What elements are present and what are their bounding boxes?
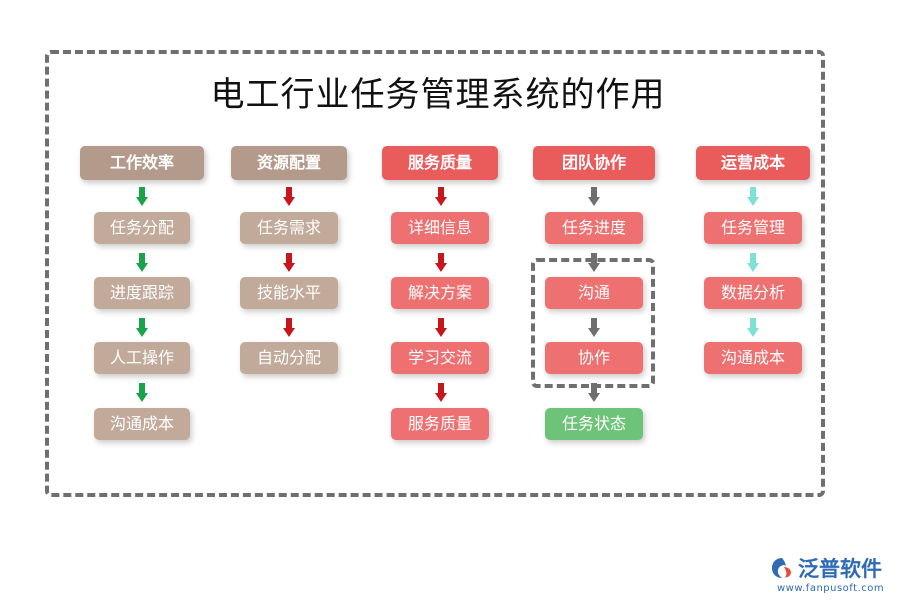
arrow-down-icon — [435, 187, 447, 207]
arrow-down-icon — [283, 318, 295, 338]
arrow-down-icon — [435, 253, 447, 273]
column-header: 运营成本 — [696, 146, 810, 180]
arrow-down-icon — [136, 253, 148, 273]
brand-url: www.fanpusoft.com — [777, 583, 885, 594]
arrow-down-icon — [283, 187, 295, 207]
arrow-down-icon — [136, 318, 148, 338]
flow-node: 任务需求 — [240, 212, 338, 244]
arrow-down-icon — [747, 253, 759, 273]
diagram-title: 电工行业任务管理系统的作用 — [210, 75, 666, 115]
flow-node-status: 任务状态 — [545, 408, 643, 440]
arrow-down-icon — [435, 318, 447, 338]
column-header: 资源配置 — [231, 146, 347, 180]
flow-node: 技能水平 — [240, 277, 338, 309]
flow-node: 数据分析 — [704, 277, 802, 309]
flow-node: 沟通成本 — [704, 342, 802, 374]
flow-node: 服务质量 — [391, 408, 489, 440]
arrow-down-icon — [136, 187, 148, 207]
flow-node: 协作 — [545, 342, 643, 374]
flow-node: 进度跟踪 — [94, 277, 190, 309]
brand-name: 泛普软件 — [798, 557, 882, 581]
arrow-down-icon — [588, 383, 600, 403]
flow-node: 任务进度 — [545, 212, 643, 244]
flow-node: 学习交流 — [391, 342, 489, 374]
arrow-down-icon — [435, 383, 447, 403]
arrow-down-icon — [747, 187, 759, 207]
arrow-down-icon — [588, 318, 600, 338]
flow-node: 沟通 — [545, 277, 643, 309]
column-header: 工作效率 — [80, 146, 204, 180]
arrow-down-icon — [588, 187, 600, 207]
outer-dashed-frame — [45, 50, 825, 497]
flow-node: 任务管理 — [704, 212, 802, 244]
column-header: 团队协作 — [533, 146, 655, 180]
arrow-down-icon — [283, 253, 295, 273]
flow-node: 沟通成本 — [94, 408, 190, 440]
column-header: 服务质量 — [382, 146, 498, 180]
flow-node: 解决方案 — [391, 277, 489, 309]
flow-node: 任务分配 — [94, 212, 190, 244]
flow-node: 人工操作 — [94, 342, 190, 374]
brand-logo-icon — [772, 558, 791, 578]
arrow-down-icon — [747, 318, 759, 338]
arrow-down-icon — [136, 383, 148, 403]
flow-node: 自动分配 — [240, 342, 338, 374]
arrow-down-icon — [588, 253, 600, 273]
flow-node: 详细信息 — [391, 212, 489, 244]
